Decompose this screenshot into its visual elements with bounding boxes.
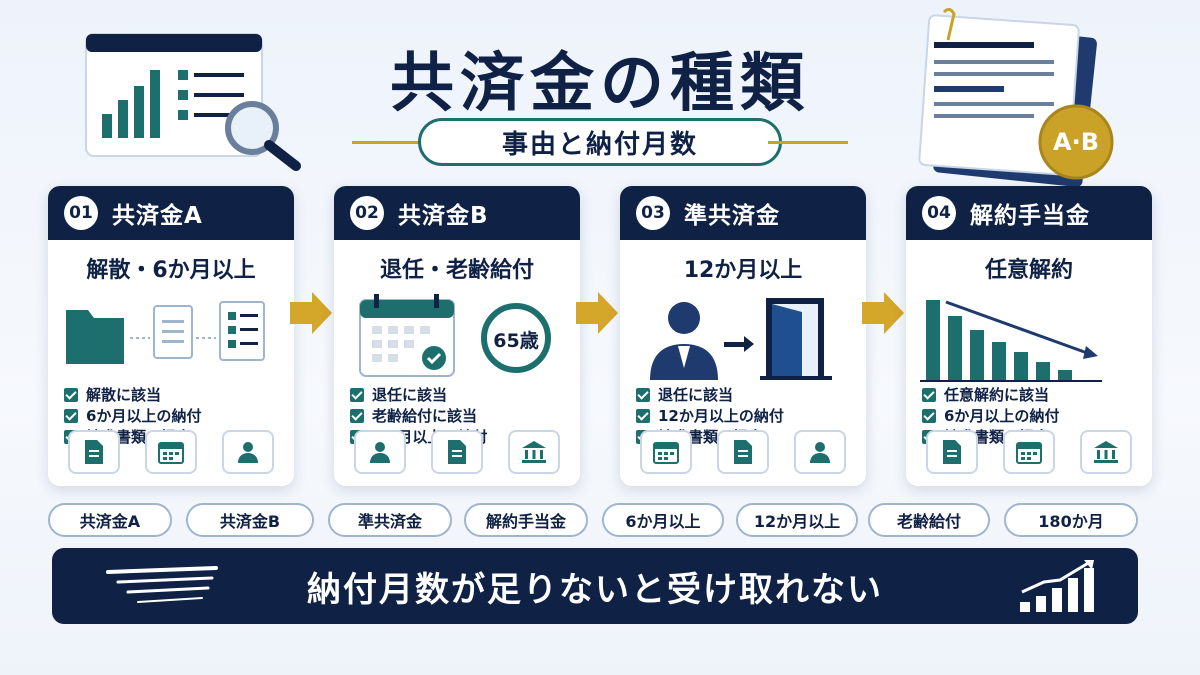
subtitle: 事由と納付月数	[418, 118, 782, 166]
check-label: 6か月以上の納付	[944, 407, 1060, 425]
subtitle-line-right	[768, 141, 848, 144]
bank-icon	[1079, 430, 1132, 474]
card-header: 01 共済金A	[48, 186, 294, 240]
document-icon	[716, 430, 769, 474]
card-kyosaikin-b: 02 共済金B 退任・老齢給付 65歳 退任に該当 老齢給付に該当 6か月以上の…	[334, 186, 580, 486]
age-badge-ring	[481, 303, 551, 373]
banner-text: 納付月数が足りないと受け取れない	[307, 569, 883, 610]
card-icon-row	[48, 430, 294, 474]
card-title: 共済金A	[112, 203, 203, 229]
check-label: 6か月以上の納付	[86, 407, 202, 425]
growth-chart-icon	[1020, 560, 1094, 612]
check-item: 6か月以上の納付	[922, 405, 1152, 426]
check-icon	[636, 408, 650, 423]
bank-icon	[507, 430, 560, 474]
card-header: 04 解約手当金	[906, 186, 1152, 240]
subtitle-block: 事由と納付月数	[352, 118, 848, 166]
check-icon	[64, 408, 78, 423]
card-header: 03 準共済金	[620, 186, 866, 240]
tag-chip[interactable]: 180か月	[1004, 503, 1138, 537]
check-label: 任意解約に該当	[944, 386, 1050, 404]
calendar-icon	[144, 430, 197, 474]
check-label: 解散に該当	[86, 386, 162, 404]
card-kaiyaku-teatekin: 04 解約手当金 任意解約 任意解約に該当 6か月以上の納付 請求書類の提出	[906, 186, 1152, 486]
card-subtitle: 12か月以上	[683, 258, 803, 283]
folder-icon	[66, 310, 124, 364]
check-icon	[922, 408, 936, 423]
person-icon	[221, 430, 274, 474]
person-icon	[793, 430, 846, 474]
card-icon-row	[334, 430, 580, 474]
card-illustration	[906, 292, 1152, 384]
check-item: 任意解約に該当	[922, 384, 1152, 405]
card-subtitle: 解散・6か月以上	[86, 258, 256, 283]
tag-chip[interactable]: 共済金A	[48, 503, 172, 537]
card-number: 03	[636, 196, 670, 230]
check-item: 退任に該当	[350, 384, 580, 405]
check-icon	[922, 387, 936, 402]
card-subtitle: 任意解約	[984, 258, 1073, 283]
warning-banner: 納付月数が足りないと受け取れない	[52, 548, 1138, 624]
subtitle-line-left	[352, 141, 432, 144]
check-icon	[350, 387, 364, 402]
check-icon	[350, 408, 364, 423]
check-label: 退任に該当	[658, 386, 734, 404]
arrow-right-icon	[862, 292, 904, 334]
card-number: 04	[922, 196, 956, 230]
documents-illustration	[918, 7, 1114, 186]
check-item: 6か月以上の納付	[64, 405, 294, 426]
tag-chip[interactable]: 12か月以上	[736, 503, 858, 537]
card-subtitle: 退任・老齢給付	[379, 258, 534, 283]
tag-chip[interactable]: 6か月以上	[602, 503, 724, 537]
card-jun-kyosaikin: 03 準共済金 12か月以上 退任に該当 12か月以上の納付 請求書類の提	[620, 186, 866, 486]
document-icon	[153, 305, 193, 359]
document-icon	[430, 430, 483, 474]
speed-lines-icon	[106, 566, 218, 603]
card-icon-row	[906, 430, 1152, 474]
calendar-icon	[640, 430, 693, 474]
card-illustration	[620, 292, 866, 384]
arrow-right-icon	[290, 292, 332, 334]
ab-badge: A·B	[1053, 128, 1099, 156]
tag-chip[interactable]: 老齢給付	[868, 503, 990, 537]
check-label: 退任に該当	[372, 386, 448, 404]
check-item: 老齢給付に該当	[350, 405, 580, 426]
card-title: 共済金B	[398, 203, 489, 229]
dashboard-illustration	[85, 33, 301, 171]
check-label: 老齢給付に該当	[372, 407, 478, 425]
card-header: 02 共済金B	[334, 186, 580, 240]
person-icon	[354, 430, 407, 474]
calendar-check-icon	[359, 294, 455, 377]
check-icon	[636, 387, 650, 402]
checklist-icon	[219, 301, 265, 361]
document-icon	[68, 430, 121, 474]
age-badge: 65歳	[493, 330, 539, 352]
open-door-icon	[760, 298, 832, 380]
card-icon-row	[620, 430, 866, 474]
document-icon	[926, 430, 979, 474]
card-title: 準共済金	[684, 203, 780, 229]
card-illustration: 65歳	[334, 292, 580, 384]
calendar-icon	[1002, 430, 1055, 474]
card-kyosaikin-a: 01 共済金A 解散・6か月以上 解散に該当 6か月以上の納付 請求書類の提出	[48, 186, 294, 486]
card-title: 解約手当金	[970, 203, 1090, 229]
businessman-icon	[650, 302, 718, 380]
check-icon	[64, 387, 78, 402]
check-item: 退任に該当	[636, 384, 866, 405]
card-illustration	[48, 292, 294, 384]
page-title: 共済金の種類	[390, 47, 810, 121]
check-label: 12か月以上の納付	[658, 407, 784, 425]
arrow-right-icon	[724, 336, 754, 352]
check-item: 解散に該当	[64, 384, 294, 405]
tag-chip[interactable]: 共済金B	[186, 503, 314, 537]
tag-chip[interactable]: 解約手当金	[464, 503, 588, 537]
tag-chip[interactable]: 準共済金	[328, 503, 452, 537]
declining-bar-chart-icon	[920, 300, 1102, 382]
card-number: 02	[350, 196, 384, 230]
arrow-right-icon	[576, 292, 618, 334]
card-number: 01	[64, 196, 98, 230]
check-item: 12か月以上の納付	[636, 405, 866, 426]
